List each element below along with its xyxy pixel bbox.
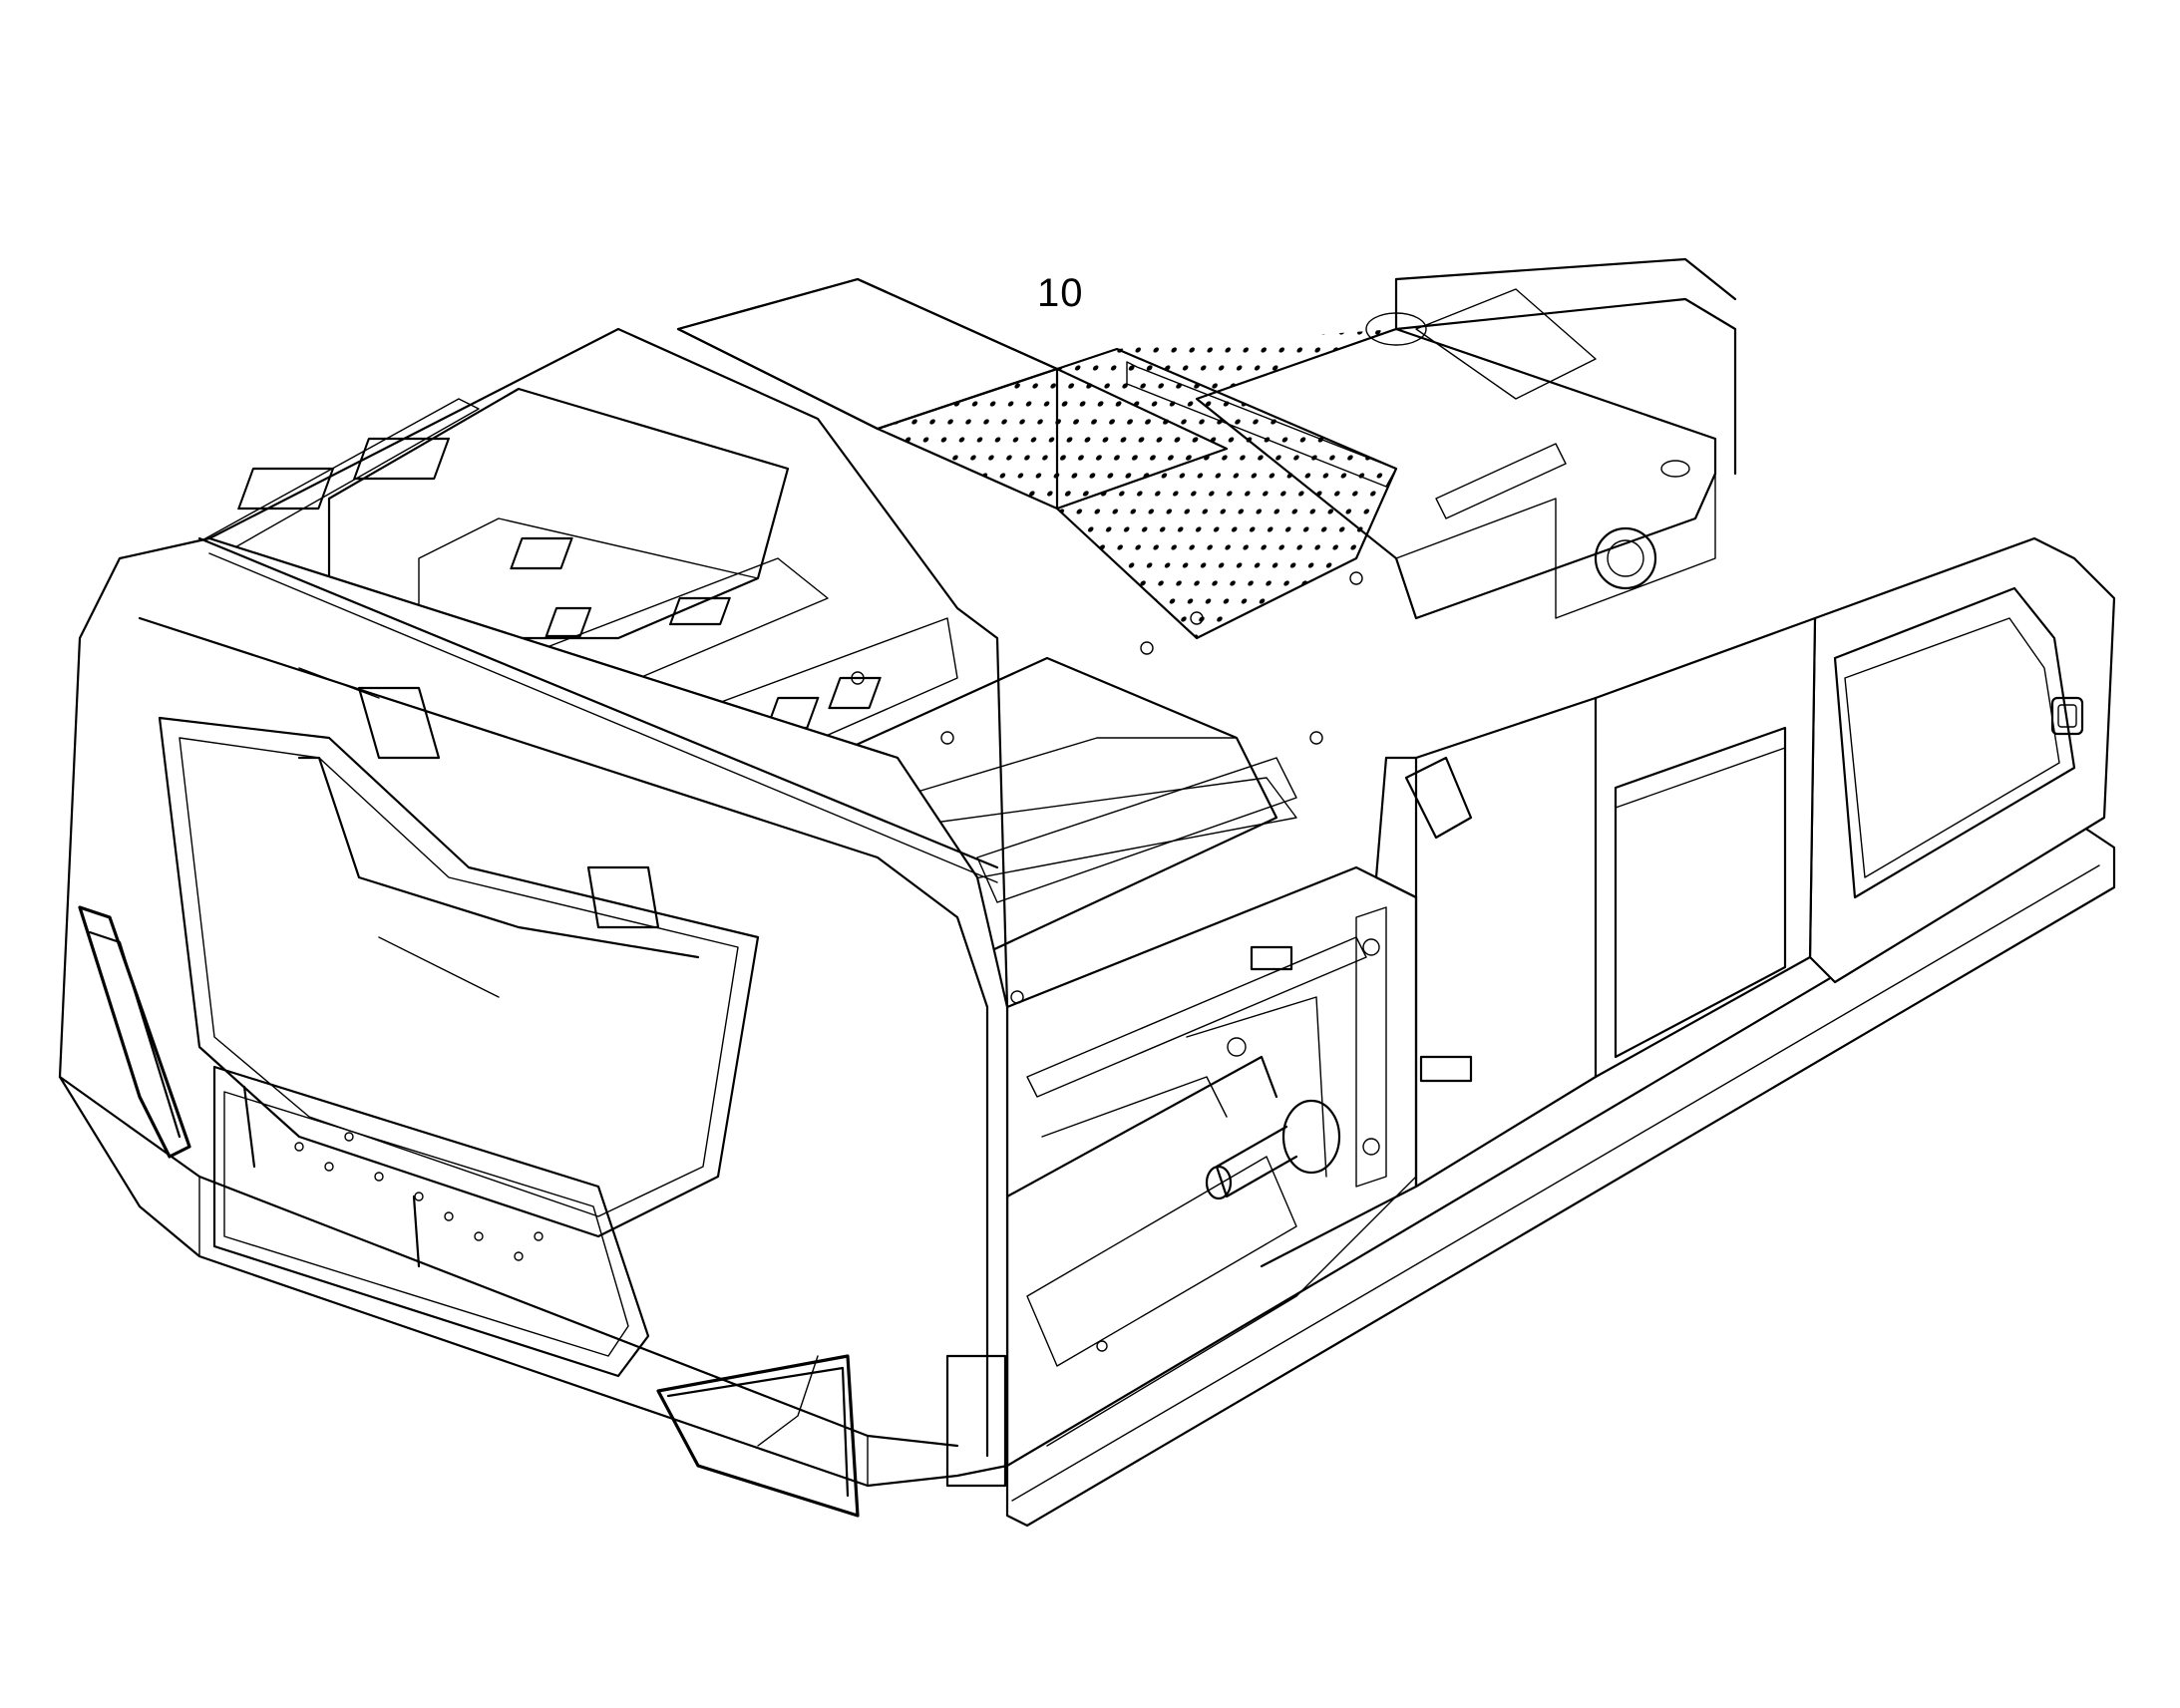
callout-label: 10 — [1037, 271, 1084, 315]
engine-bay — [1005, 865, 1418, 1468]
counterweight — [58, 536, 1009, 1518]
perforated-plates — [676, 277, 1567, 640]
rear-hood — [1195, 257, 1737, 620]
top-rail — [197, 536, 999, 929]
right-side-body — [1808, 536, 2116, 984]
